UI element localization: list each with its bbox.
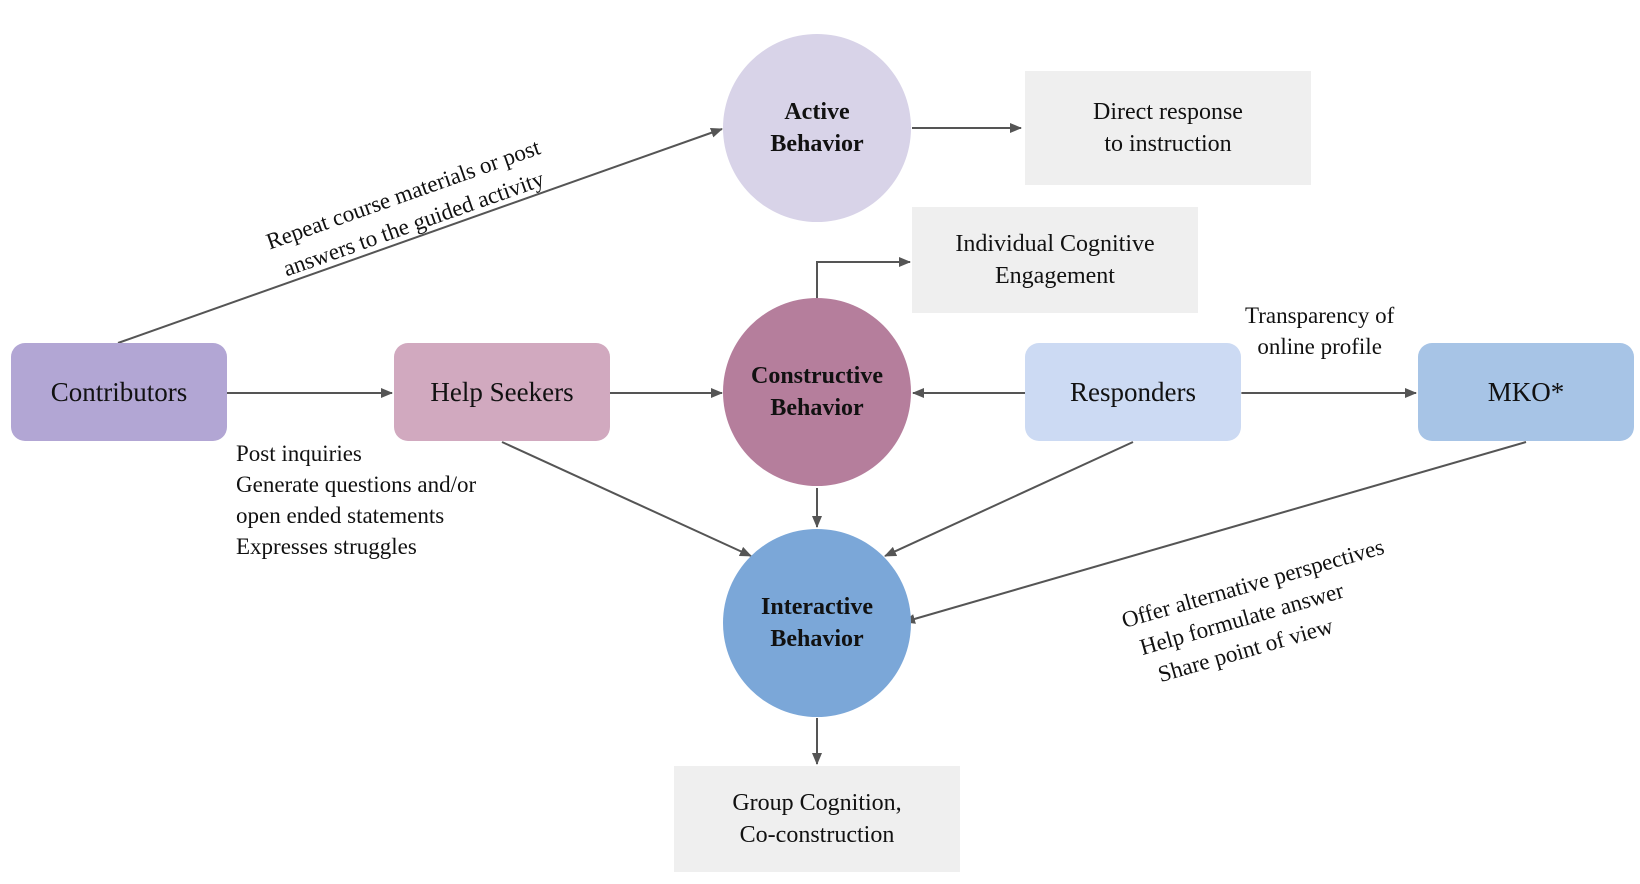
help-seekers-annotation-line-2: Generate questions and/or	[236, 472, 477, 497]
help-seekers-node: Help Seekers	[394, 343, 610, 441]
help-seekers-annotation-line-1: Post inquiries	[236, 441, 362, 466]
transparency-line-1: Transparency of	[1245, 303, 1395, 328]
help-seekers-annotation-line-4: Expresses struggles	[236, 534, 417, 559]
constructive-behavior-line-1: Constructive	[751, 363, 883, 389]
help-seekers-annotation: Post inquiries Generate questions and/or…	[236, 438, 476, 562]
active-behavior-node: Active Behavior	[723, 34, 911, 222]
arrow-mko-to-interactive	[903, 441, 1527, 624]
constructive-behavior-node: Constructive Behavior	[723, 298, 911, 486]
interactive-behavior-line-1: Interactive	[761, 594, 873, 620]
arrow-responders-to-interactive	[884, 441, 1134, 557]
interactive-behavior-node: Interactive Behavior	[723, 529, 911, 717]
mko-node: MKO*	[1418, 343, 1634, 441]
contributors-node: Contributors	[11, 343, 227, 441]
individual-cognitive-box: Individual Cognitive Engagement	[912, 207, 1198, 313]
arrow-help-seekers-to-interactive	[501, 441, 752, 557]
transparency-annotation: Transparency of online profile	[1245, 300, 1394, 362]
individual-cognitive-line-2: Engagement	[995, 263, 1115, 289]
help-seekers-annotation-line-3: open ended statements	[236, 503, 445, 528]
responders-node: Responders	[1025, 343, 1241, 441]
contributors-label: Contributors	[50, 376, 188, 407]
transparency-line-2: online profile	[1257, 334, 1382, 359]
responders-label: Responders	[1070, 376, 1196, 407]
group-cognition-box: Group Cognition, Co-construction	[674, 766, 960, 872]
direct-response-line-2: to instruction	[1104, 131, 1232, 157]
mko-label: MKO*	[1487, 376, 1565, 407]
help-seekers-label: Help Seekers	[430, 376, 574, 407]
constructive-behavior-line-2: Behavior	[770, 395, 864, 421]
active-behavior-line-2: Behavior	[770, 131, 864, 157]
direct-response-box: Direct response to instruction	[1025, 71, 1311, 185]
group-cognition-line-2: Co-construction	[739, 822, 895, 848]
individual-cognitive-line-1: Individual Cognitive	[955, 231, 1155, 257]
direct-response-line-1: Direct response	[1093, 99, 1243, 125]
active-behavior-line-1: Active	[784, 99, 850, 125]
arrow-contributors-to-active	[117, 127, 723, 344]
group-cognition-line-1: Group Cognition,	[732, 790, 902, 816]
arrow-constructive-to-individual	[816, 257, 911, 298]
interactive-behavior-line-2: Behavior	[770, 626, 864, 652]
